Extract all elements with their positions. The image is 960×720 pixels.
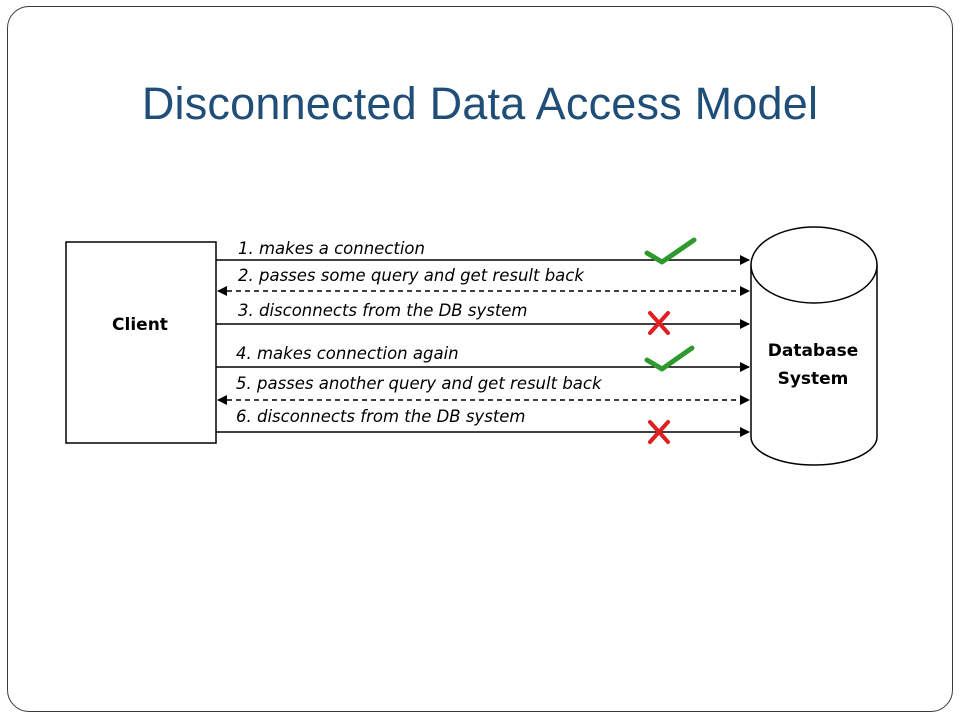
client-box (65, 241, 217, 444)
step-label-6: 6. disconnects from the DB system (236, 407, 526, 426)
step-label-2: 2. passes some query and get result back (238, 266, 585, 285)
cross-icon (648, 311, 670, 335)
step-label-4: 4. makes connection again (236, 344, 459, 363)
cross-icon (648, 420, 670, 444)
step-label-1: 1. makes a connection (238, 239, 425, 258)
database-cylinder (750, 226, 878, 466)
database-label-line2: System (778, 369, 849, 389)
check-icon (644, 345, 695, 372)
check-icon (644, 237, 697, 265)
client-label: Client (112, 315, 168, 335)
step-label-5: 5. passes another query and get result b… (236, 374, 603, 393)
step-label-3: 3. disconnects from the DB system (238, 301, 528, 320)
database-label-line1: Database (768, 341, 858, 361)
slide-title: Disconnected Data Access Model (141, 78, 819, 129)
